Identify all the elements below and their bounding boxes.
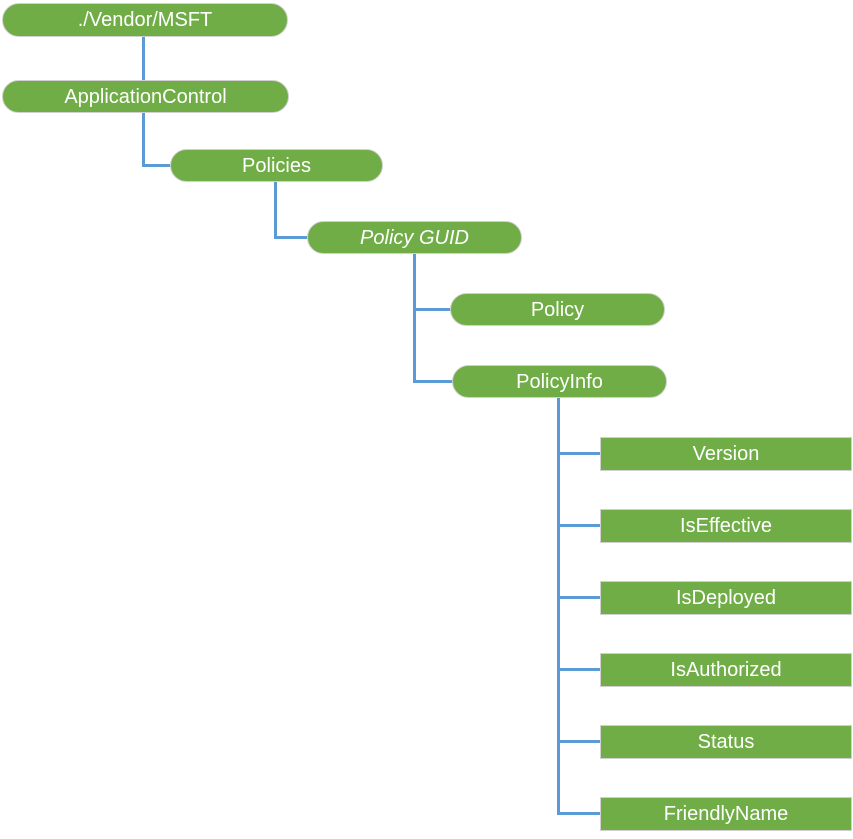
connector-policyinfo-trunk: [557, 397, 560, 815]
node-policy: Policy: [450, 293, 665, 326]
connector-policies-to-policyguid-vertical: [274, 182, 277, 239]
connector-policyguid-trunk: [413, 254, 416, 383]
connector-policyguid-to-policyinfo: [413, 380, 453, 383]
connector-policyguid-to-policy: [413, 308, 451, 311]
connector-policies-to-policyguid-horizontal: [274, 236, 308, 239]
connector-vendor-to-applicationcontrol: [142, 37, 145, 80]
connector-policyinfo-to-version: [557, 452, 601, 455]
node-isdeployed: IsDeployed: [600, 581, 852, 615]
connector-policyinfo-to-isdeployed: [557, 596, 601, 599]
node-friendlyname: FriendlyName: [600, 797, 852, 831]
node-policyinfo: PolicyInfo: [452, 365, 667, 398]
connector-policyinfo-to-iseffective: [557, 524, 601, 527]
node-iseffective: IsEffective: [600, 509, 852, 543]
node-applicationcontrol: ApplicationControl: [2, 80, 289, 113]
node-vendor-msft: ./Vendor/MSFT: [2, 3, 288, 37]
connector-policyinfo-to-isauthorized: [557, 668, 601, 671]
node-policies: Policies: [170, 149, 383, 182]
node-policy-guid: Policy GUID: [307, 221, 522, 254]
connector-policyinfo-to-friendlyname: [557, 812, 601, 815]
node-version: Version: [600, 437, 852, 471]
node-status: Status: [600, 725, 852, 759]
node-isauthorized: IsAuthorized: [600, 653, 852, 687]
connector-applicationcontrol-to-policies-vertical: [142, 112, 145, 167]
connector-policyinfo-to-status: [557, 740, 601, 743]
connector-applicationcontrol-to-policies-horizontal: [142, 164, 171, 167]
